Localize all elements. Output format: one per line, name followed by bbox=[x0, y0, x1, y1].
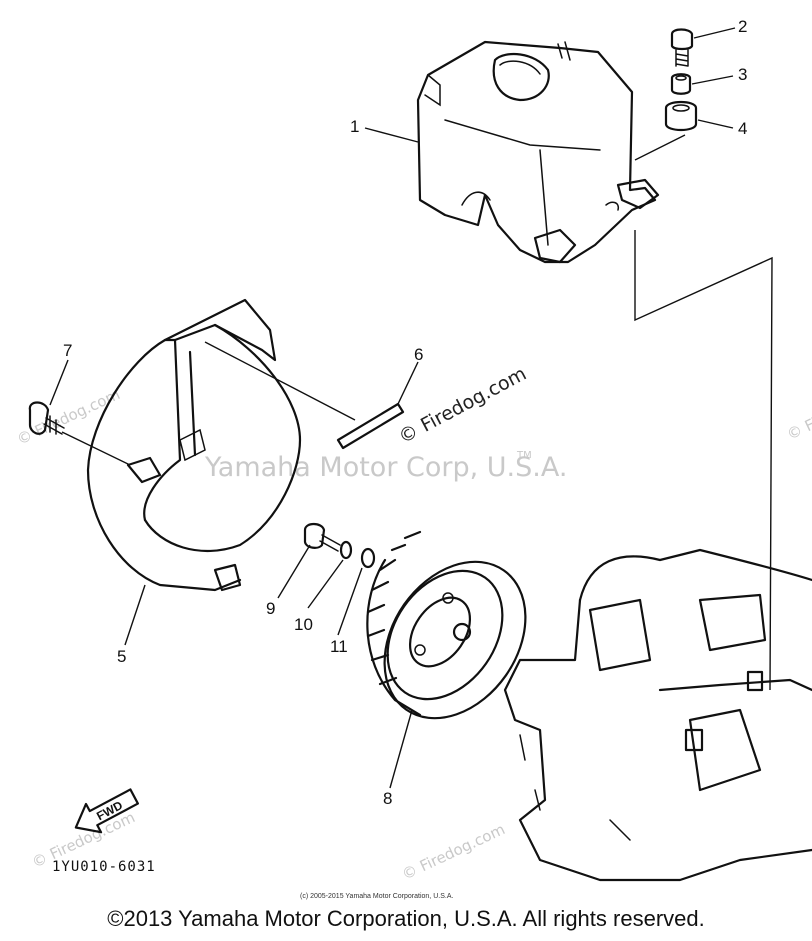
diagram-code: 1YU010-6031 bbox=[52, 859, 156, 875]
watermark-site: © Firedog.com bbox=[395, 363, 530, 449]
watermark-tm: TM bbox=[516, 450, 532, 461]
callout-8: 8 bbox=[383, 789, 392, 808]
part-11-washer bbox=[360, 547, 376, 569]
part-10-washer bbox=[339, 540, 353, 560]
callout-11: 11 bbox=[330, 637, 348, 656]
watermark-corner-bottom-right: © Firedog.com bbox=[399, 820, 508, 883]
callout-3: 3 bbox=[738, 65, 747, 84]
engine-block bbox=[503, 548, 812, 882]
part-4-grommet bbox=[664, 100, 698, 132]
leader-lines bbox=[49, 27, 736, 789]
part-3-collar bbox=[670, 73, 692, 95]
callout-10: 10 bbox=[294, 615, 313, 634]
part-7-bolt bbox=[28, 401, 131, 466]
part-6-pin bbox=[204, 341, 405, 450]
part-5-fan-housing bbox=[86, 298, 302, 592]
callout-7: 7 bbox=[63, 341, 72, 360]
alignment-line bbox=[634, 134, 773, 691]
callout-4: 4 bbox=[738, 119, 747, 138]
part-8-flywheel bbox=[366, 530, 527, 720]
part-2-bolt bbox=[670, 28, 694, 67]
footer-copyright: ©2013 Yamaha Motor Corporation, U.S.A. A… bbox=[107, 906, 705, 931]
callout-5: 5 bbox=[117, 647, 126, 666]
callout-1: 1 bbox=[350, 117, 359, 136]
callout-6: 6 bbox=[414, 345, 423, 364]
callout-2: 2 bbox=[738, 17, 747, 36]
callout-numbers: 1 2 3 4 5 6 7 8 9 10 11 bbox=[63, 17, 747, 808]
small-copyright: (c) 2005-2015 Yamaha Motor Corporation, … bbox=[300, 893, 453, 900]
watermark-corner-right: © Firedog.com bbox=[784, 380, 812, 443]
watermark-main: Yamaha Motor Corp, U.S.A. bbox=[204, 452, 567, 483]
part-9-bolt bbox=[303, 522, 341, 552]
callout-9: 9 bbox=[266, 599, 275, 618]
part-1-shroud bbox=[416, 40, 660, 264]
